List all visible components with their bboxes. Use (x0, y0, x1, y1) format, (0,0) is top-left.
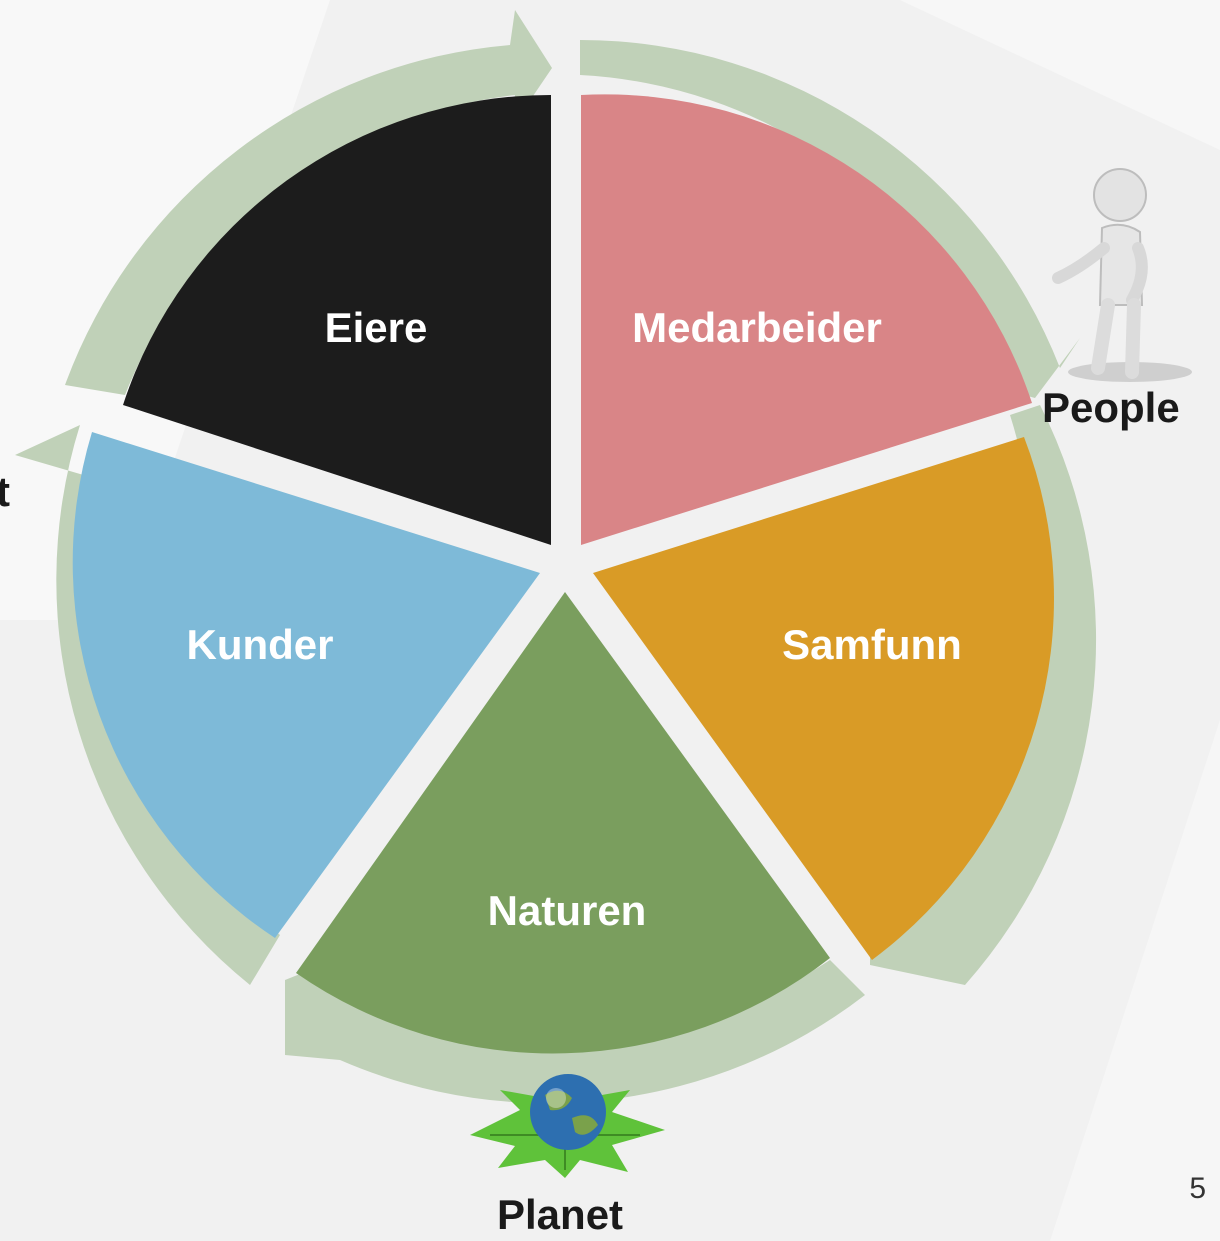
person-figure-icon (1052, 168, 1192, 382)
globe-leaf-icon (470, 1074, 665, 1178)
slide-number: 5 (1189, 1172, 1206, 1205)
segment-medarbeider (581, 94, 1032, 546)
segment-label-naturen: Naturen (487, 887, 647, 934)
segment-eiere (123, 94, 551, 546)
segment-label-medarbeider: Medarbeider (632, 304, 882, 351)
ring-arrow-medarbeider (580, 39, 1080, 399)
segment-samfunn (593, 437, 1054, 960)
segment-label-eiere: Eiere (324, 304, 428, 351)
segment-label-kunder: Kunder (186, 621, 334, 668)
partial-left-label: t (0, 468, 10, 515)
segment-kunder (72, 432, 541, 938)
segment-naturen (296, 592, 830, 1054)
ring-arrow-eiere (65, 10, 552, 395)
people-label: People (1042, 384, 1180, 431)
segment-label-samfunn: Samfunn (782, 621, 962, 668)
planet-label: Planet (497, 1191, 624, 1238)
ring-arrow-naturen (285, 950, 865, 1104)
